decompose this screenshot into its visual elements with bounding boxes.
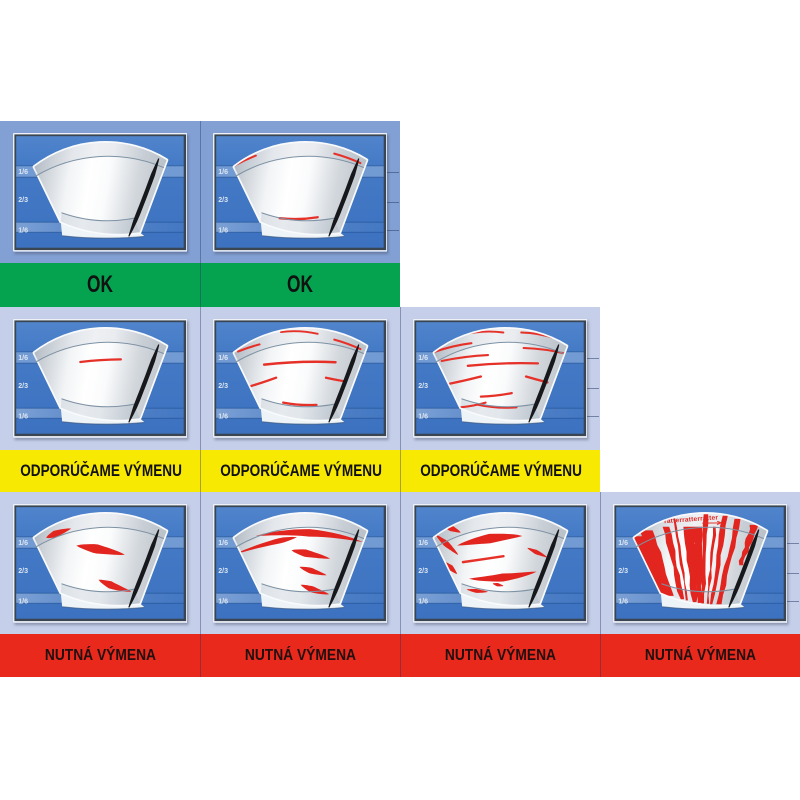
svg-text:2/3: 2/3: [18, 196, 28, 204]
svg-text:ratterratterratter: ratterratterratter: [664, 515, 719, 526]
svg-text:2/3: 2/3: [218, 567, 228, 575]
svg-text:1/6: 1/6: [218, 168, 228, 176]
svg-text:1/6: 1/6: [418, 539, 428, 547]
svg-text:1/6: 1/6: [218, 539, 228, 547]
svg-text:1/6: 1/6: [218, 227, 228, 235]
svg-text:2/3: 2/3: [418, 382, 428, 390]
svg-text:1/6: 1/6: [18, 598, 28, 606]
svg-text:2/3: 2/3: [18, 567, 28, 575]
svg-text:1/6: 1/6: [418, 413, 428, 421]
svg-text:1/6: 1/6: [418, 598, 428, 606]
svg-text:1/6: 1/6: [18, 354, 28, 362]
svg-text:1/6: 1/6: [18, 168, 28, 176]
svg-text:1/6: 1/6: [418, 354, 428, 362]
svg-text:1/6: 1/6: [618, 539, 628, 547]
svg-text:1/6: 1/6: [618, 598, 628, 606]
svg-text:1/6: 1/6: [218, 354, 228, 362]
svg-text:2/3: 2/3: [18, 382, 28, 390]
svg-text:1/6: 1/6: [218, 598, 228, 606]
svg-text:1/6: 1/6: [18, 413, 28, 421]
svg-text:1/6: 1/6: [218, 413, 228, 421]
svg-text:1/6: 1/6: [18, 227, 28, 235]
svg-text:2/3: 2/3: [218, 196, 228, 204]
svg-text:2/3: 2/3: [418, 567, 428, 575]
svg-text:2/3: 2/3: [218, 382, 228, 390]
svg-text:1/6: 1/6: [18, 539, 28, 547]
svg-text:2/3: 2/3: [618, 567, 628, 575]
